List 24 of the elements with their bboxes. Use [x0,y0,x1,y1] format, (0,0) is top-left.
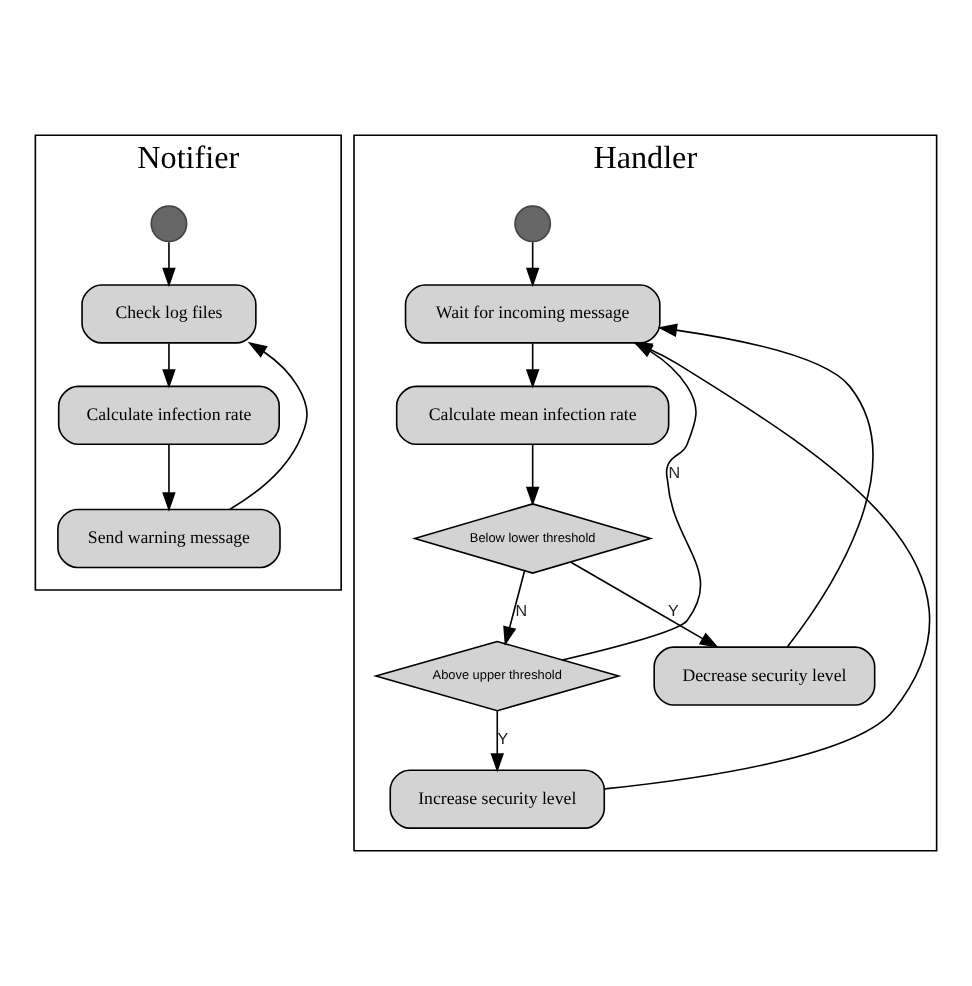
edge-label: Y [668,601,679,620]
arrow [525,241,540,288]
arrow [503,570,526,646]
node-box: Wait for incoming message [404,284,661,344]
edge-label: N [668,464,681,483]
edge-label: Y [497,730,509,749]
arrow [570,561,719,649]
arrow [525,443,540,507]
edge-label: N [515,601,528,620]
arrow [525,342,540,389]
node-box: Check log files [81,284,257,344]
arrow [490,710,505,773]
node-box: Increase security level [389,769,606,829]
arrow [162,342,176,389]
node-box: Calculate mean infection rate [395,385,670,446]
arrow [657,323,874,648]
node-circle [150,205,188,243]
arrow [162,241,176,288]
arrow [229,341,308,510]
node-box: Decrease security level [653,646,876,706]
node-circle [514,205,552,243]
arrow [162,443,176,512]
node-box: Send warning message [57,508,281,569]
node-box: Calculate infection rate [57,385,280,446]
